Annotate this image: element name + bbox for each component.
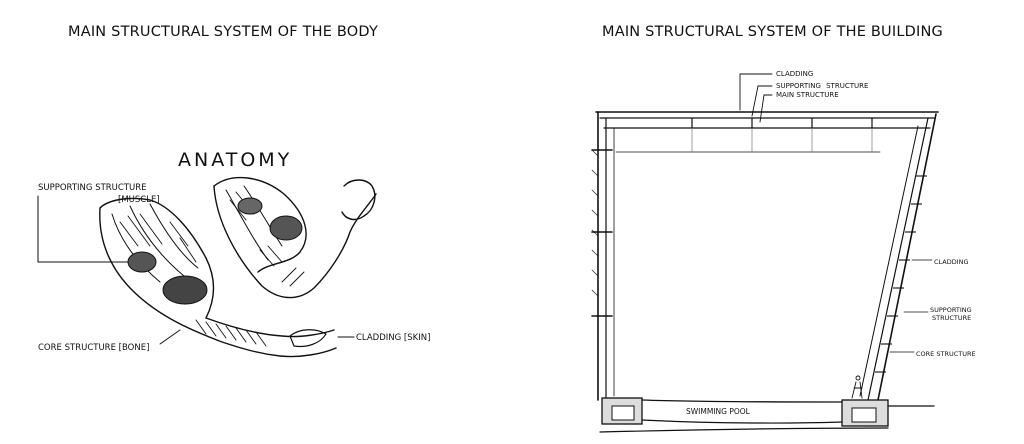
anatomy-sketch: ANATOMY SUPPORTING STRUCTURE [MUSCLE] CO…	[37, 149, 430, 358]
label-cladding-skin: CLADDING [SKIN]	[356, 333, 430, 343]
right-wall	[859, 113, 937, 401]
leader-muscle	[37, 195, 129, 263]
left-wall	[591, 111, 615, 401]
title-body-structure: MAIN STRUCTURAL SYSTEM OF THE BODY	[68, 24, 379, 40]
title-building-structure: MAIN STRUCTURAL SYSTEM OF THE BUILDING	[602, 24, 943, 40]
label-muscle: [MUSCLE]	[118, 195, 160, 205]
roof-label-supporting: SUPPORTING	[776, 82, 821, 90]
human-figure	[851, 375, 863, 399]
foundation	[599, 397, 935, 433]
pool-label: SWIMMING POOL	[686, 407, 751, 416]
arm-flexed-sketch	[213, 176, 377, 299]
wall-label-cladding: CLADDING	[934, 258, 969, 266]
roof-structure	[595, 111, 939, 153]
anatomy-heading: ANATOMY	[178, 149, 292, 171]
label-core-structure-bone: CORE STRUCTURE [BONE]	[38, 343, 149, 353]
label-supporting-structure: SUPPORTING STRUCTURE	[38, 183, 147, 193]
roof-label-main-structure: MAIN STRUCTURE	[776, 91, 839, 99]
wall-label-supporting: SUPPORTING	[930, 306, 972, 314]
wall-label-structure: STRUCTURE	[932, 314, 971, 322]
svg-text:SUPPORTING STRUCTURE: SUPPORTING STRUCTURE	[776, 82, 868, 90]
arm-lower-sketch	[99, 197, 337, 358]
roof-label-structure: STRUCTURE	[826, 82, 868, 90]
wall-label-core-structure: CORE STRUCTURE	[916, 350, 976, 358]
roof-label-cladding: CLADDING	[776, 70, 813, 78]
